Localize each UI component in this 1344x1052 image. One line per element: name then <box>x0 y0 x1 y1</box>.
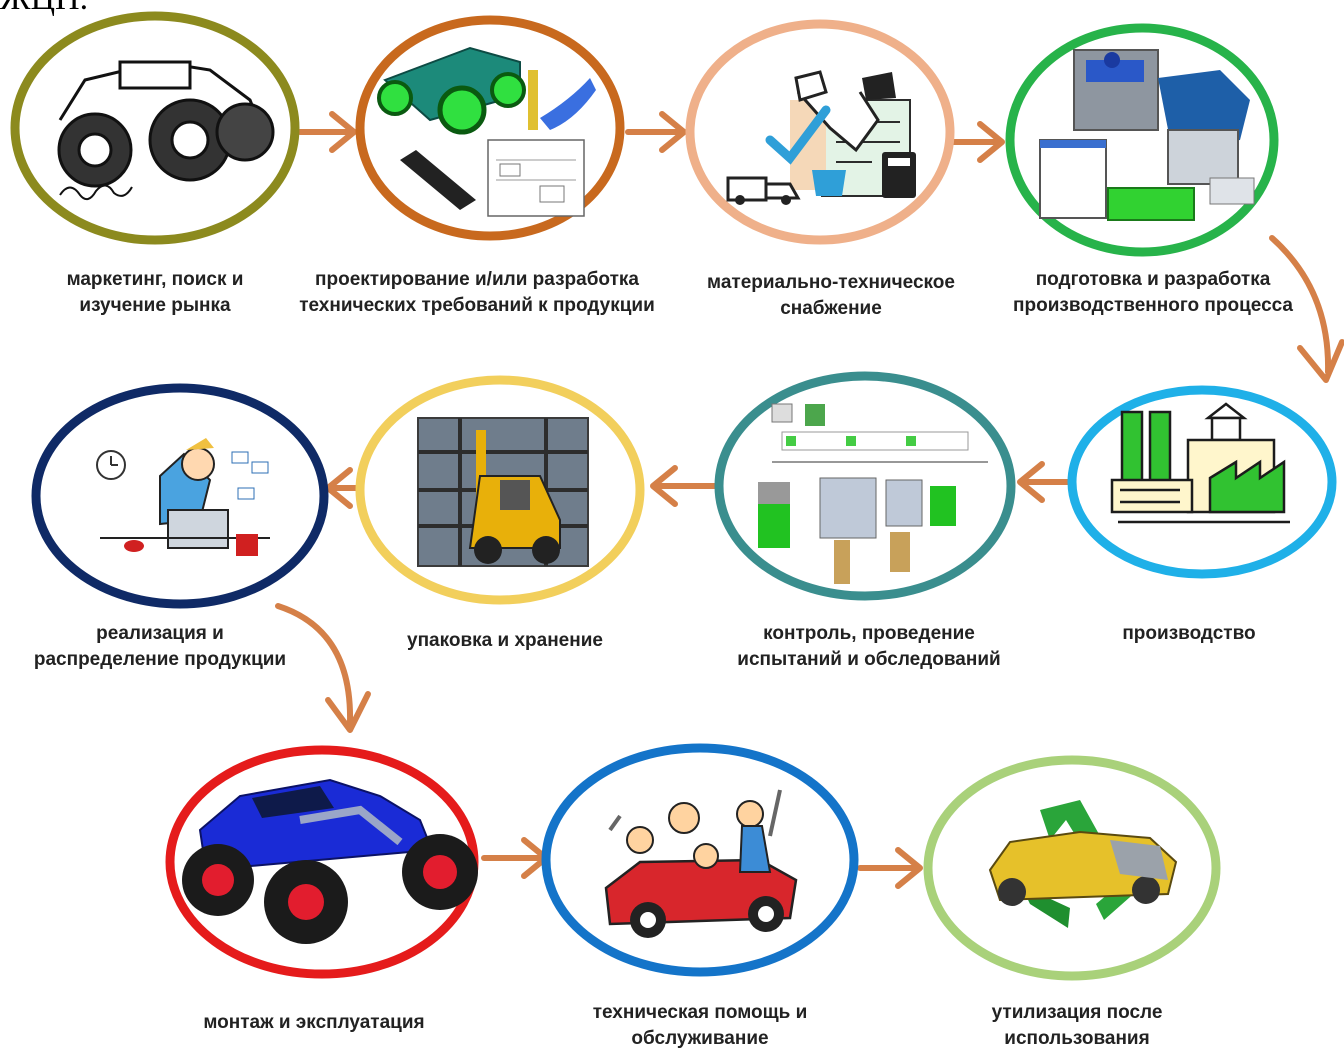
label-line: подготовка и разработка <box>1035 269 1271 290</box>
stage-production <box>1067 385 1337 579</box>
arrow-design-to-supply <box>625 111 687 153</box>
stage-service <box>541 743 859 977</box>
label-line: реализация и <box>96 623 224 644</box>
sales-manager-icon <box>96 438 270 556</box>
factory-icon <box>1110 402 1290 524</box>
recycle-car-icon <box>988 800 1178 928</box>
test-report-icon <box>758 403 988 584</box>
stage-sales <box>31 383 329 609</box>
stage-supply <box>685 19 955 245</box>
stage-operation <box>165 745 479 979</box>
label-line: упаковка и хранение <box>407 630 603 651</box>
stage-packaging <box>355 375 645 605</box>
label-line: проектирование и/или разработка <box>315 269 639 290</box>
label-control: контроль, проведение испытаний и обследов… <box>718 621 1020 673</box>
label-design: проектирование и/или разработка техническ… <box>282 267 672 319</box>
arrow-production-to-control <box>1017 461 1078 503</box>
arrow-sales-to-operation <box>275 603 371 733</box>
label-line: материально-техническое <box>707 272 955 293</box>
stage-process <box>1005 23 1279 257</box>
label-process: подготовка и разработка производственного… <box>998 267 1308 319</box>
label-line: использования <box>1004 1028 1150 1049</box>
label-packaging: упаковка и хранение <box>382 628 628 654</box>
label-line: утилизация после <box>991 1002 1163 1023</box>
label-line: производственного процесса <box>1013 295 1293 316</box>
cam-process-icon <box>1039 49 1255 221</box>
label-operation: монтаж и эксплуатация <box>180 1010 448 1036</box>
mechanics-car-icon <box>604 789 798 938</box>
arrow-operation-to-service <box>481 837 549 879</box>
handshake-supply-icon <box>726 70 916 205</box>
label-line: контроль, проведение <box>763 623 975 644</box>
stage-disposal <box>923 755 1221 981</box>
label-line: изучение рынка <box>79 295 231 316</box>
arrow-control-to-packaging <box>650 465 719 507</box>
cad-model-icon <box>377 46 596 217</box>
label-production: производство <box>1084 621 1294 647</box>
corner-fragment-text: ЖЦП. <box>0 0 88 18</box>
label-disposal: утилизация после использования <box>964 1000 1190 1052</box>
label-line: маркетинг, поиск и <box>66 269 244 290</box>
label-line: монтаж и эксплуатация <box>203 1012 425 1033</box>
arrow-process-to-production <box>1269 235 1344 383</box>
arrow-service-to-disposal <box>857 847 923 889</box>
label-line: распределение продукции <box>33 649 287 670</box>
label-line: обслуживание <box>631 1028 769 1049</box>
stage-design <box>355 15 625 241</box>
label-line: снабжение <box>780 298 882 319</box>
rc-truck-sketch-icon <box>57 60 275 201</box>
arrow-marketing-to-design <box>297 111 357 153</box>
stage-control <box>714 371 1016 601</box>
forklift-warehouse-icon <box>417 417 589 567</box>
label-supply: материально-техническое снабжение <box>690 270 972 322</box>
label-marketing: маркетинг, поиск и изучение рынка <box>20 267 290 319</box>
label-line: испытаний и обследований <box>737 649 1001 670</box>
rc-truck-photo-icon <box>182 778 478 944</box>
arrow-supply-to-process <box>947 121 1005 163</box>
label-line: производство <box>1122 623 1256 644</box>
label-sales: реализация и распределение продукции <box>12 621 308 673</box>
label-service: техническая помощь и обслуживание <box>562 1000 838 1052</box>
label-line: технических требований к продукции <box>299 295 655 316</box>
stage-marketing <box>10 11 300 245</box>
arrow-packaging-to-sales <box>325 467 363 509</box>
label-line: техническая помощь и <box>592 1002 808 1023</box>
flow-arrows <box>275 111 1344 889</box>
